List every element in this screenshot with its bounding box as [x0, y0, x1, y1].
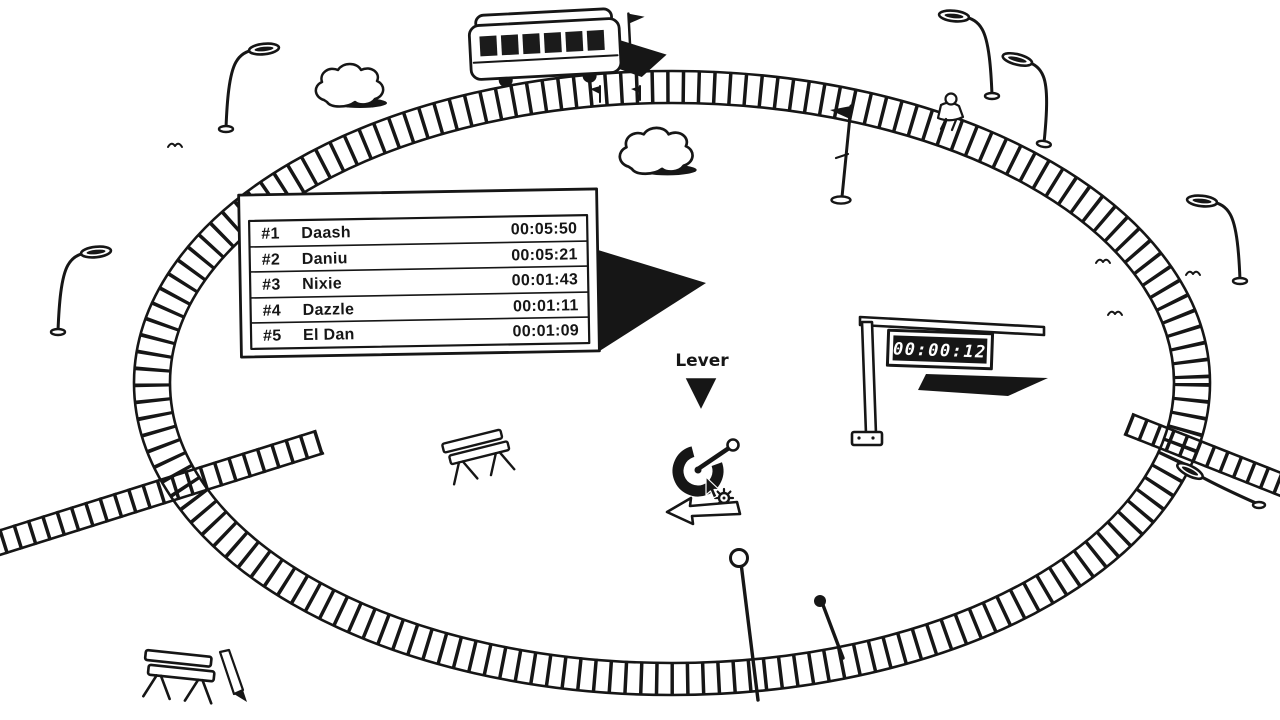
- lever-knob[interactable]: [726, 438, 740, 452]
- street-lamp-icon: [217, 40, 281, 134]
- gantry-bar: [858, 315, 1046, 337]
- signal-flag-pole: [830, 104, 853, 205]
- mini-flag-icon: [631, 85, 641, 101]
- street-lamp-icon: [49, 243, 113, 337]
- leaderboard-time: 00:05:21: [511, 246, 578, 264]
- bush: [618, 126, 699, 177]
- tram-window: [565, 31, 584, 52]
- track-branch-left: [0, 429, 325, 557]
- leaderboard-name: El Dan: [303, 326, 355, 344]
- timer-display: 00:00:12: [885, 328, 995, 371]
- leaderboard: #1 Daash 00:05:50 #2 Daniu 00:05:21 #3 N…: [237, 187, 601, 359]
- leaderboard-time: 00:01:09: [512, 322, 579, 340]
- leaderboard-rank: #1: [261, 225, 280, 242]
- tram-flag-icon: [627, 12, 645, 47]
- ball-signal-pole: [814, 595, 845, 660]
- street-lamp-icon: [937, 7, 1001, 101]
- pencil-icon: [218, 648, 247, 702]
- tram-window: [586, 29, 605, 51]
- leaderboard-rank: #3: [262, 276, 281, 293]
- leaderboard-name: Daniu: [302, 250, 348, 268]
- leaderboard-row: #3 Nixie 00:01:43: [262, 271, 578, 294]
- leaderboard-name: Dazzle: [303, 301, 355, 319]
- tram-window: [522, 33, 541, 55]
- leaderboard-panel: [247, 213, 591, 351]
- track-circle: [132, 69, 1212, 697]
- lever-arm[interactable]: [695, 445, 732, 472]
- timer-shadow: [918, 374, 1048, 396]
- timer-gantry: 00:00:12: [850, 315, 1048, 447]
- bird-icon: [1185, 270, 1201, 276]
- lever-pointer-icon: ▼: [686, 368, 717, 414]
- sitting-person: [936, 92, 965, 132]
- bird-icon: [1095, 258, 1111, 264]
- tram-window: [543, 32, 562, 54]
- leaderboard-time: 00:01:43: [512, 271, 579, 289]
- leaderboard-row: #4 Dazzle 00:01:11: [263, 297, 579, 320]
- leaderboard-time: 00:05:50: [511, 220, 578, 238]
- leaderboard-time: 00:01:11: [513, 297, 579, 315]
- street-lamp-leaning-icon: [1176, 461, 1267, 510]
- bird-icon: [167, 142, 183, 148]
- flag-icon: [830, 106, 851, 119]
- leaderboard-row: #2 Daniu 00:05:21: [262, 246, 578, 269]
- lever-pivot: [694, 466, 702, 474]
- leaderboard-name: Nixie: [302, 275, 342, 293]
- tram-window: [479, 35, 498, 57]
- gantry-post: [860, 320, 878, 436]
- leaderboard-rank: #2: [262, 251, 281, 268]
- street-lamp-icon: [989, 49, 1065, 150]
- leaderboard-rank: #5: [263, 327, 282, 344]
- gantry-foot: [850, 430, 884, 447]
- bench: [139, 648, 218, 705]
- leaderboard-shadow: [598, 250, 706, 352]
- bird-icon: [1107, 310, 1123, 316]
- timer-value: 00:00:12: [893, 339, 988, 362]
- ball-signal-pole: [729, 548, 760, 702]
- tram-window: [500, 34, 519, 56]
- tram-shadow: [617, 40, 667, 77]
- mini-flag-icon: [590, 85, 601, 103]
- tram: [467, 7, 667, 88]
- leaderboard-name: Daash: [301, 224, 351, 242]
- leaderboard-row: #1 Daash 00:05:50: [261, 220, 577, 243]
- street-lamp-icon: [1185, 192, 1249, 286]
- lever-label: Lever: [675, 351, 729, 371]
- cursor-icon: [705, 476, 720, 499]
- bench: [440, 427, 516, 486]
- track-branch-right: [1123, 412, 1280, 498]
- bush: [314, 62, 389, 110]
- leaderboard-row: #5 El Dan 00:01:09: [263, 322, 579, 345]
- leaderboard-rank: #4: [263, 302, 282, 319]
- direction-arrow[interactable]: [665, 496, 742, 526]
